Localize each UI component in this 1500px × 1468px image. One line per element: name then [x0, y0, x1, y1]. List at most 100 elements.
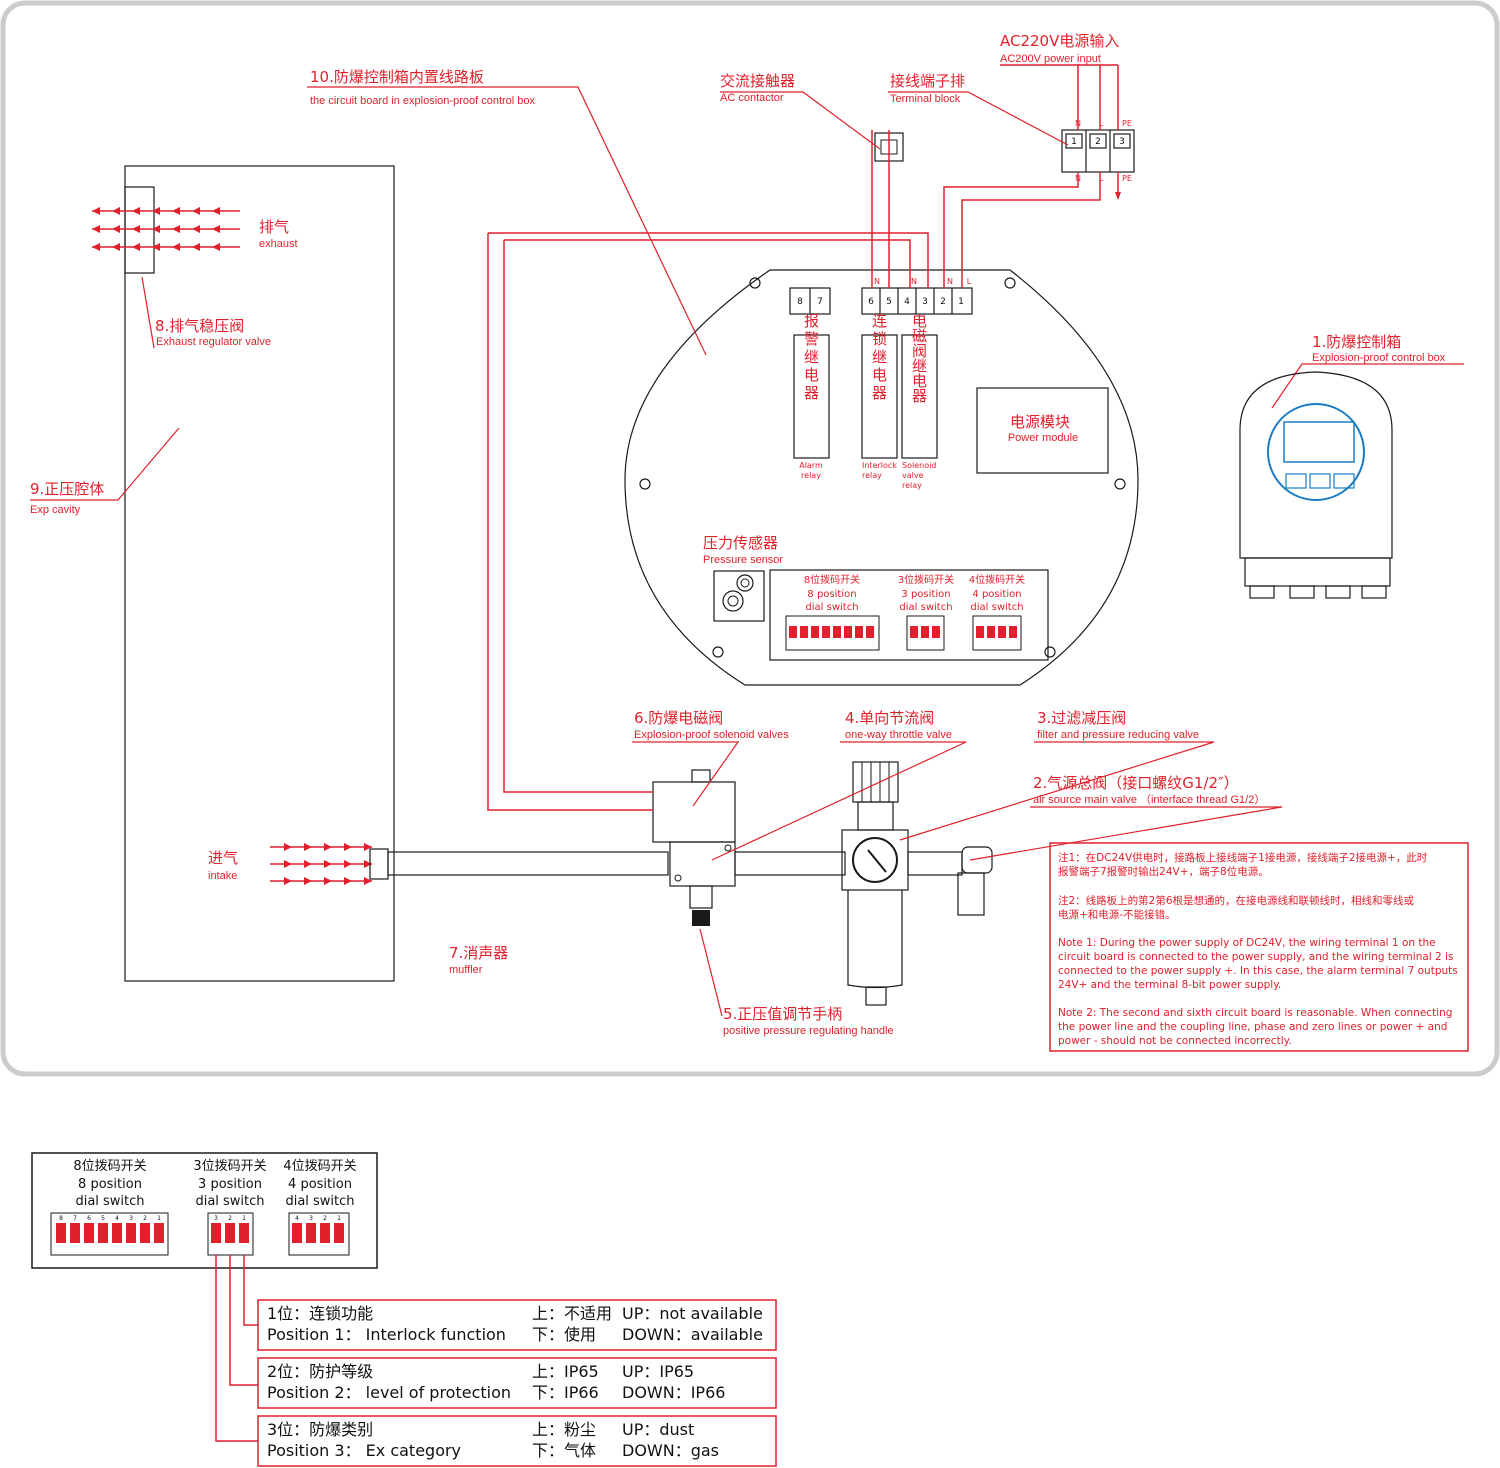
alarm-relay-cn: 报警继电器	[802, 313, 820, 403]
row2-pos-en: Position 2： level of protection	[267, 1383, 511, 1402]
note2-cn-line1: 注2：线路板上的第2第6根是想通的，在接电源线和联顿线时，相线和零线或	[1058, 894, 1415, 907]
note1-en-line4: 24V+ and the terminal 8-bit power supply…	[1058, 979, 1281, 991]
note2-en-line3: power - should not be connected incorrec…	[1058, 1035, 1292, 1047]
control-box-window	[1267, 403, 1365, 501]
solenoid-relay-en1: Solenoid	[902, 461, 936, 470]
board-terminal-4: 4	[904, 297, 910, 307]
label-pressure-sensor-cn: 压力传感器	[703, 534, 778, 552]
label-throttle-cn: 4.单向节流阀	[845, 709, 934, 727]
legend-sw3-cn: 3位拨码开关	[193, 1159, 266, 1174]
power-module-en: Power module	[1008, 432, 1078, 444]
board-terminal-top-labels: N N N L	[874, 277, 972, 286]
label-muffler-en: muffler	[449, 964, 483, 976]
label-terminal-en: Terminal block	[890, 93, 961, 105]
dial8-n4: 4	[115, 1215, 119, 1222]
sensor-port-1-inner	[727, 595, 739, 607]
dial8-n3: 3	[129, 1215, 133, 1222]
gauge-needle	[867, 849, 887, 873]
filter-bowl	[847, 890, 903, 989]
interlock-relay	[861, 334, 898, 459]
board-terminal-3: 3	[922, 297, 928, 307]
knob-ridges	[861, 762, 890, 802]
sensor-port-1	[722, 590, 744, 612]
cable-glands	[1249, 585, 1387, 599]
interlock-relay-en2: relay	[862, 471, 882, 480]
pressure-gauge	[852, 837, 898, 883]
board-switch-4	[972, 615, 1022, 651]
legend-sw8-en2: dial switch	[75, 1194, 144, 1209]
row3-up-en: UP：dust	[622, 1420, 694, 1439]
block-terminal-numbers: 1 2 3	[1071, 137, 1125, 147]
note-box	[1049, 842, 1469, 1052]
note2-en-line1: Note 2: The second and sixth circuit boa…	[1058, 1007, 1452, 1019]
control-box-buttons	[1285, 473, 1355, 489]
label-contactor-en: AC contactor	[720, 92, 784, 104]
dial4-n3: 3	[309, 1215, 313, 1222]
label-exhaust-en: exhaust	[259, 238, 298, 250]
legend-switch-4	[288, 1212, 350, 1256]
label-solenoid-en: Explosion-proof solenoid valves	[634, 729, 789, 741]
dial8-n6: 6	[87, 1215, 91, 1222]
label-power-in-en: AC200V power input	[1000, 53, 1101, 65]
dial8-n5: 5	[101, 1215, 105, 1222]
board-terminal-5: 5	[886, 297, 892, 307]
row1-pos-cn: 1位：连锁功能	[267, 1304, 373, 1323]
control-box	[1239, 371, 1393, 559]
label-control-box-cn: 1.防爆控制箱	[1312, 333, 1401, 351]
terminal-block	[1061, 129, 1135, 173]
block-top-l: L	[1099, 119, 1104, 128]
board-holes	[639, 277, 1126, 658]
filter-head	[841, 829, 909, 891]
legend-sw4-en2: dial switch	[285, 1194, 354, 1209]
solenoid-valve	[652, 781, 736, 843]
board-sw3-en2: dial switch	[899, 602, 952, 613]
board-top-l: L	[967, 277, 972, 286]
label-terminal-cn: 接线端子排	[890, 72, 965, 90]
main-pipe	[387, 851, 669, 876]
row1-up-cn: 上：不适用	[532, 1304, 612, 1323]
row3-down-en: DOWN：gas	[622, 1441, 719, 1460]
row2-pos-cn: 2位：防护等级	[267, 1362, 373, 1381]
dial8-n1: 1	[157, 1215, 161, 1222]
board-terminal-2: 2	[940, 297, 946, 307]
legend-switch-panel	[31, 1152, 378, 1269]
solenoid-relay-en3: relay	[902, 481, 922, 490]
note2-en-line2: the power line and the coupling line, ph…	[1058, 1021, 1447, 1033]
pipe-middle	[734, 851, 846, 876]
dial3-n2: 2	[228, 1215, 232, 1222]
board-sw8-en2: dial switch	[805, 602, 858, 613]
block-top-labels: N L PE N L PE	[1075, 119, 1132, 183]
block-bottom-n: N	[1075, 174, 1081, 183]
label-muffler-cn: 7.消声器	[449, 944, 508, 962]
label-intake-cn: 进气	[208, 849, 238, 867]
regulating-handle	[692, 910, 710, 926]
block-terminal-1: 1	[1071, 137, 1077, 147]
label-board-en: the circuit board in explosion-proof con…	[310, 95, 536, 107]
interlock-relay-en1: Interlock	[862, 461, 897, 470]
row2-up-en: UP：IP65	[622, 1362, 694, 1381]
dial8-n2: 2	[143, 1215, 147, 1222]
legend-sw8-cn: 8位拨码开关	[73, 1159, 146, 1174]
board-sw8-en1: 8 position	[807, 589, 856, 600]
row1-up-en: UP：not available	[622, 1304, 763, 1323]
sensor-port-2-inner	[740, 578, 750, 588]
valve-screw-2	[724, 844, 732, 852]
note1-en-line3: connected to the power supply +. In this…	[1058, 965, 1458, 977]
legend-sw3-en1: 3 position	[198, 1177, 262, 1192]
dial3-n3: 3	[214, 1215, 218, 1222]
legend-row-text: 1位：连锁功能 Position 1： Interlock function 上…	[267, 1304, 763, 1460]
legend-sw8-en1: 8 position	[78, 1177, 142, 1192]
pressure-sensor	[713, 570, 765, 622]
board-sw3-cn: 3位拨码开关	[898, 573, 954, 586]
note1-cn-line1: 注1：在DC24V供电时，接路板上接线端子1接电源，接线端子2接电源+，此时	[1058, 851, 1428, 864]
block-terminal-3: 3	[1119, 137, 1125, 147]
note1-en-line1: Note 1: During the power supply of DC24V…	[1058, 937, 1436, 949]
dial4-n1: 1	[337, 1215, 341, 1222]
dial8-n7: 7	[73, 1215, 77, 1222]
label-air-main-en: air source main valve （interface thread …	[1033, 793, 1265, 806]
outer-frame	[0, 0, 1500, 1077]
pe-arrow	[1115, 192, 1121, 200]
row1-pos-en: Position 1： Interlock function	[267, 1325, 506, 1344]
air-main-body	[957, 872, 985, 916]
